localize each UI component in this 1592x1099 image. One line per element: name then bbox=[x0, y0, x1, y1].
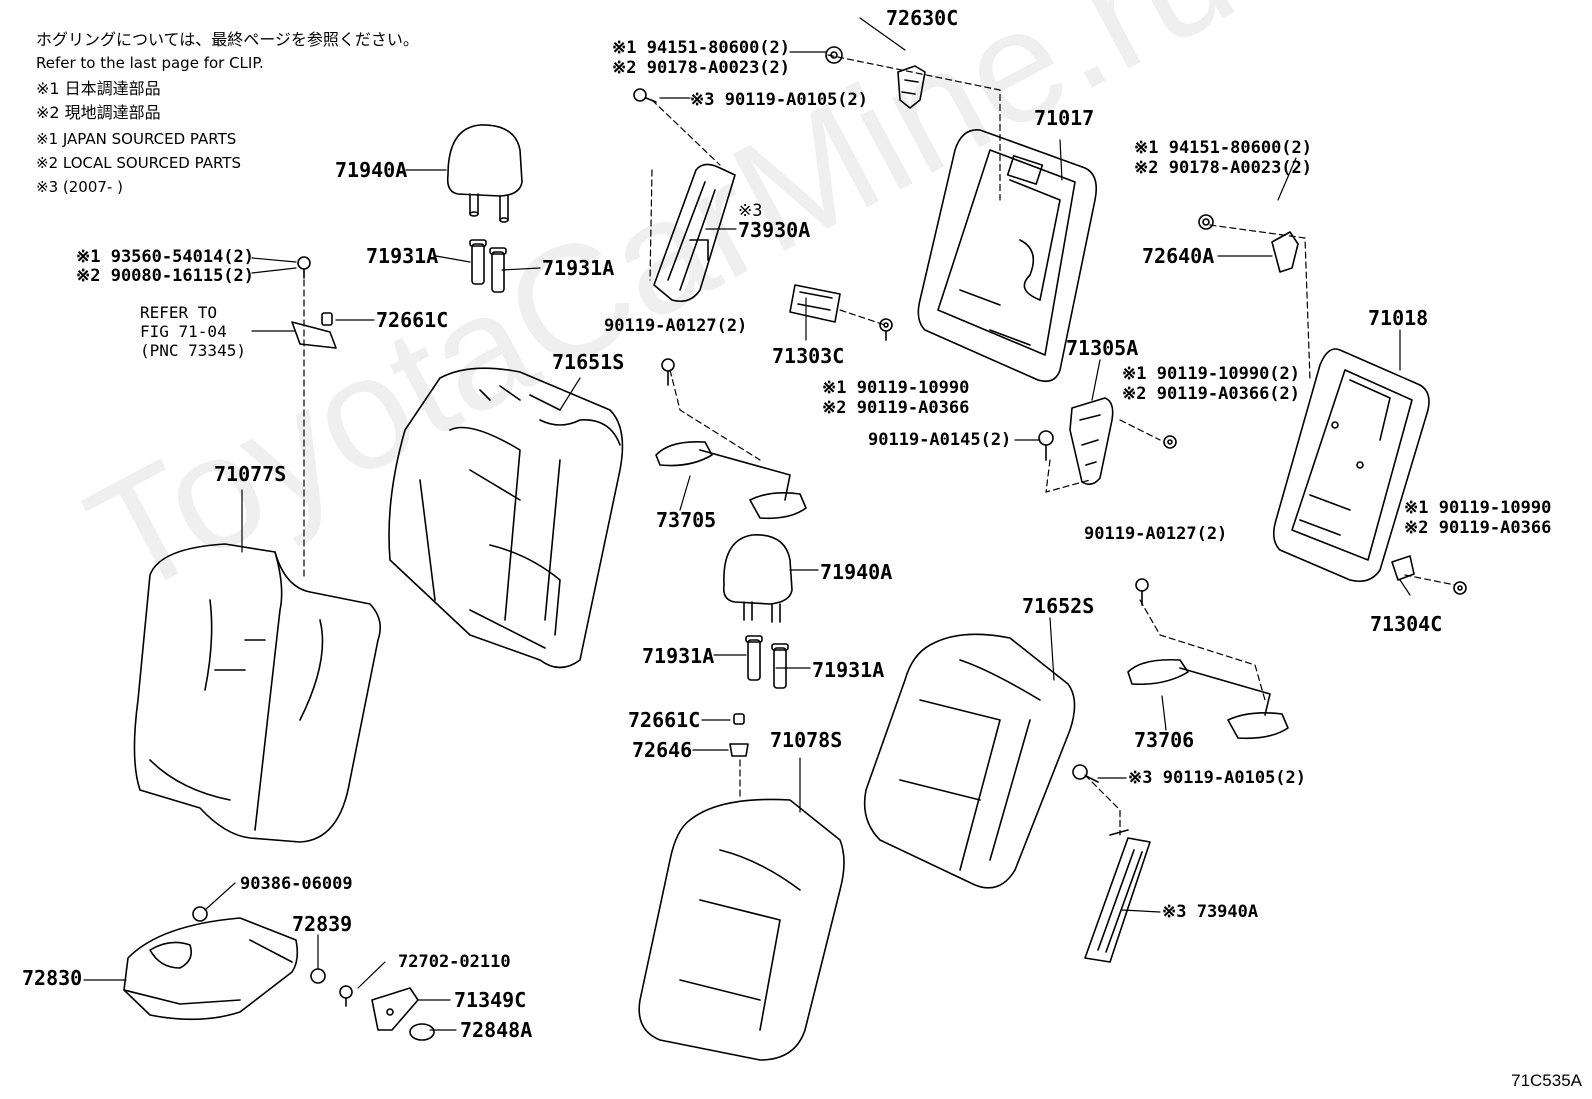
label-72640a[interactable]: 72640A bbox=[1142, 244, 1215, 268]
bracket-73940a bbox=[1072, 764, 1151, 963]
headrest-guides-middle bbox=[745, 635, 789, 689]
label-90119-a0105-b[interactable]: ※3 90119-A0105(2) bbox=[1128, 768, 1307, 788]
label-90119-a0366-b[interactable]: ※2 90119-A0366(2) bbox=[1122, 384, 1301, 404]
seatback-frame-71017 bbox=[917, 129, 1098, 383]
label-73705[interactable]: 73705 bbox=[656, 508, 717, 532]
label-72702-02110[interactable]: 72702-02110 bbox=[398, 952, 511, 972]
refer-line-3: (PNC 73345) bbox=[140, 341, 246, 360]
label-90119-a0145[interactable]: 90119-A0145(2) bbox=[868, 430, 1012, 450]
label-72630c[interactable]: 72630C bbox=[886, 6, 959, 30]
seatback-cover-71077s bbox=[133, 543, 381, 843]
note-1-english: ※1 JAPAN SOURCED PARTS bbox=[36, 130, 237, 148]
label-90178-a0023-a[interactable]: ※2 90178-A0023(2) bbox=[612, 58, 791, 78]
seatback-pad-71651s bbox=[388, 367, 624, 669]
release-lever-73705 bbox=[655, 358, 807, 520]
headrest-71940a-middle bbox=[722, 534, 793, 623]
label-71931a-middle-1[interactable]: 71931A bbox=[642, 644, 715, 668]
note-clip-japanese: ホグリングについては、最終ページを参照ください。 bbox=[36, 30, 419, 49]
refer-line-2: FIG 71-04 bbox=[140, 322, 227, 341]
armrest-72830 bbox=[123, 906, 299, 1021]
label-73706[interactable]: 73706 bbox=[1134, 728, 1195, 752]
label-71304c[interactable]: 71304C bbox=[1370, 612, 1443, 636]
label-72661c-middle[interactable]: 72661C bbox=[628, 708, 701, 732]
note-3: ※3 (2007- ) bbox=[36, 178, 123, 196]
label-71017[interactable]: 71017 bbox=[1034, 106, 1095, 130]
label-90119-a0366-c[interactable]: ※2 90119-A0366 bbox=[1404, 518, 1552, 538]
label-71078s[interactable]: 71078S bbox=[770, 728, 843, 752]
label-90119-a0127-b[interactable]: 90119-A0127(2) bbox=[1084, 524, 1228, 544]
bracket-73930a bbox=[633, 88, 736, 303]
label-72661c-top[interactable]: 72661C bbox=[376, 308, 449, 332]
hinge-72630c bbox=[825, 46, 926, 109]
release-lever-73706 bbox=[1127, 578, 1289, 740]
label-71931a-top-2[interactable]: 71931A bbox=[542, 256, 615, 280]
label-90119-a0105-a[interactable]: ※3 90119-A0105(2) bbox=[690, 90, 869, 110]
label-73930a[interactable]: 73930A bbox=[738, 218, 811, 242]
label-73940a[interactable]: ※3 73940A bbox=[1162, 902, 1259, 922]
hinge-71305a bbox=[1038, 397, 1177, 486]
label-71349c[interactable]: 71349C bbox=[454, 988, 527, 1012]
hinge-71303c bbox=[789, 284, 893, 341]
label-90386-06009[interactable]: 90386-06009 bbox=[240, 874, 353, 894]
note-2-english: ※2 LOCAL SOURCED PARTS bbox=[36, 154, 241, 172]
label-71652s[interactable]: 71652S bbox=[1022, 594, 1095, 618]
label-90178-a0023-b[interactable]: ※2 90178-A0023(2) bbox=[1134, 158, 1313, 178]
label-71940a-middle[interactable]: 71940A bbox=[820, 560, 893, 584]
headrest-71940a-top bbox=[446, 124, 523, 223]
label-71077s[interactable]: 71077S bbox=[214, 462, 287, 486]
label-73930a-tag: ※3 bbox=[738, 201, 763, 221]
label-71651s[interactable]: 71651S bbox=[552, 350, 625, 374]
leader-lines bbox=[83, 17, 1411, 1031]
label-90119-10990-a[interactable]: ※1 90119-10990 bbox=[822, 378, 970, 398]
hinge-71304c bbox=[1391, 555, 1467, 595]
label-90119-a0366-a[interactable]: ※2 90119-A0366 bbox=[822, 398, 970, 418]
seatback-pad-71652s bbox=[863, 633, 1076, 889]
note-clip-english: Refer to the last page for CLIP. bbox=[36, 54, 264, 72]
armrest-hardware bbox=[310, 968, 435, 1041]
label-71931a-top-1[interactable]: 71931A bbox=[366, 244, 439, 268]
note-2-japanese: ※2 現地調達部品 bbox=[36, 103, 161, 122]
bracket-72640a bbox=[1198, 214, 1299, 273]
label-94151-80600-a[interactable]: ※1 94151-80600(2) bbox=[612, 38, 791, 58]
label-94151-80600-b[interactable]: ※1 94151-80600(2) bbox=[1134, 138, 1313, 158]
label-93560-54014[interactable]: ※1 93560-54014(2) bbox=[76, 247, 255, 267]
label-71303c[interactable]: 71303C bbox=[772, 344, 845, 368]
label-71305a[interactable]: 71305A bbox=[1066, 336, 1139, 360]
label-71940a-top[interactable]: 71940A bbox=[335, 158, 408, 182]
clips-72661c-72646 bbox=[291, 256, 749, 757]
label-72839[interactable]: 72839 bbox=[292, 912, 353, 936]
refer-line-1: REFER TO bbox=[140, 303, 218, 322]
label-90119-10990-c[interactable]: ※1 90119-10990 bbox=[1404, 498, 1552, 518]
headrest-guides-top bbox=[469, 239, 507, 293]
label-72646[interactable]: 72646 bbox=[632, 738, 693, 762]
diagram-reference-code: 71C535A bbox=[1511, 1071, 1582, 1090]
dashed-assembly-lines bbox=[303, 54, 1456, 836]
note-1-japanese: ※1 日本調達部品 bbox=[36, 79, 161, 98]
label-90119-a0127-a[interactable]: 90119-A0127(2) bbox=[604, 316, 748, 336]
seat-cover-71078s bbox=[638, 798, 845, 1061]
label-90119-10990-b[interactable]: ※1 90119-10990(2) bbox=[1122, 364, 1301, 384]
label-72830[interactable]: 72830 bbox=[22, 966, 83, 990]
label-72848a[interactable]: 72848A bbox=[460, 1018, 533, 1042]
seatback-frame-71018 bbox=[1272, 348, 1430, 583]
label-71018[interactable]: 71018 bbox=[1368, 306, 1429, 330]
label-90080-16115[interactable]: ※2 90080-16115(2) bbox=[76, 266, 255, 286]
label-71931a-middle-2[interactable]: 71931A bbox=[812, 658, 885, 682]
